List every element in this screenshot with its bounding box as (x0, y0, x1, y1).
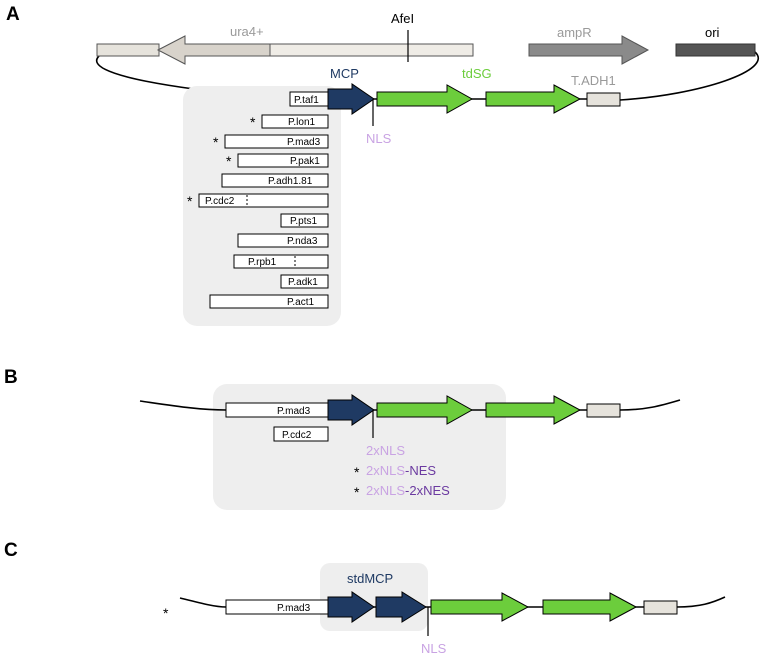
tdsg-arrow-c2 (542, 592, 638, 622)
ori-label: ori (705, 25, 720, 40)
promoter-label-adh1-81: P.adh1.81 (268, 176, 313, 187)
promoter-box-mad3 (224, 134, 329, 149)
promoter-box-rpb1 (233, 254, 329, 269)
nls-label-a: NLS (366, 131, 392, 146)
tdsg-arrow-b1 (376, 395, 474, 425)
insert-backbone-b-right (619, 399, 681, 411)
signal-nes-part-1: -NES (405, 463, 436, 478)
mcp-label: MCP (330, 66, 359, 81)
promoter-label-cdc2: P.cdc2 (205, 196, 235, 207)
promoter-label-b-cdc2: P.cdc2 (282, 430, 312, 441)
promoter-label-b-mad3: P.mad3 (277, 406, 311, 417)
promoter-box-adh1-81 (221, 173, 329, 188)
promoter-star-mad3: * (213, 134, 219, 150)
mcp-arrow (327, 83, 375, 115)
signal-label-nls-nes: 2xNLS-NES (366, 463, 436, 478)
promoter-box-cdc2 (198, 193, 329, 208)
stdmcp-label: stdMCP (347, 571, 393, 586)
promoter-label-lon1: P.lon1 (288, 117, 316, 128)
panel-a-label: A (6, 4, 20, 25)
promoter-label-pts1: P.pts1 (290, 216, 317, 227)
panel-b-label: B (4, 367, 18, 388)
terminator-label: T.ADH1 (571, 73, 616, 88)
insert-backbone-c-right (676, 596, 726, 608)
afei-label: AfeI (391, 11, 414, 26)
promoter-box-pts1 (280, 213, 329, 228)
terminator-box (586, 92, 621, 107)
ura4-arrow (156, 35, 271, 65)
signal-nes-part-2: -2xNES (405, 483, 450, 498)
promoter-label-taf1: P.taf1 (294, 95, 319, 106)
promoter-box-nda3 (237, 233, 329, 248)
promoter-box-lon1 (261, 114, 329, 129)
panel-c-star: * (163, 605, 169, 621)
promoter-label-c-mad3: P.mad3 (277, 603, 311, 614)
promoter-label-rpb1: P.rpb1 (248, 257, 277, 268)
ampr-label: ampR (557, 25, 592, 40)
tdsg-arrow-b2 (485, 395, 582, 425)
promoter-box-act1 (209, 294, 329, 309)
stdmcp-arrow-2 (375, 591, 427, 623)
ura4-label: ura4+ (230, 24, 264, 39)
plasmid-backbone-right (619, 51, 759, 101)
plasmid-segment-afei (269, 43, 474, 57)
terminator-box-b (586, 403, 621, 418)
panel-c-label: C (4, 540, 18, 561)
promoter-star-pak1: * (226, 153, 232, 169)
promoter-label-pak1: P.pak1 (290, 156, 320, 167)
promoter-box-adk1 (280, 274, 329, 289)
tdsg-arrow-c1 (430, 592, 530, 622)
nls-label-c: NLS (421, 641, 447, 656)
promoter-label-mad3: P.mad3 (287, 137, 321, 148)
signal-star-nes: * (354, 464, 360, 480)
promoter-box-pak1 (237, 153, 329, 168)
tdsg-arrow-1 (376, 84, 474, 114)
promoter-label-act1: P.act1 (287, 297, 314, 308)
ampr-arrow (528, 35, 650, 65)
ori-box (675, 43, 756, 57)
insert-backbone-c-left (179, 597, 227, 608)
mcp-arrow-b (327, 394, 375, 426)
stdmcp-arrow-1 (327, 591, 375, 623)
promoter-label-nda3: P.nda3 (287, 236, 318, 247)
promoter-star-lon1: * (250, 114, 256, 130)
promoter-star-cdc2: * (187, 193, 193, 209)
signal-label-nls-2xnes: 2xNLS-2xNES (366, 483, 450, 498)
tdsg-label: tdSG (462, 66, 492, 81)
signal-nls-part-1: 2xNLS (366, 463, 405, 478)
plasmid-segment-left (96, 43, 160, 57)
signal-star-2xnes: * (354, 484, 360, 500)
tdsg-arrow-2 (485, 84, 582, 114)
insert-backbone-b-left (139, 400, 227, 411)
promoter-label-adk1: P.adk1 (288, 277, 318, 288)
promoter-box-b-cdc2 (273, 426, 329, 442)
signal-nls-part-2: 2xNLS (366, 483, 405, 498)
terminator-box-c (643, 600, 678, 615)
signal-label-nls: 2xNLS (366, 443, 405, 458)
